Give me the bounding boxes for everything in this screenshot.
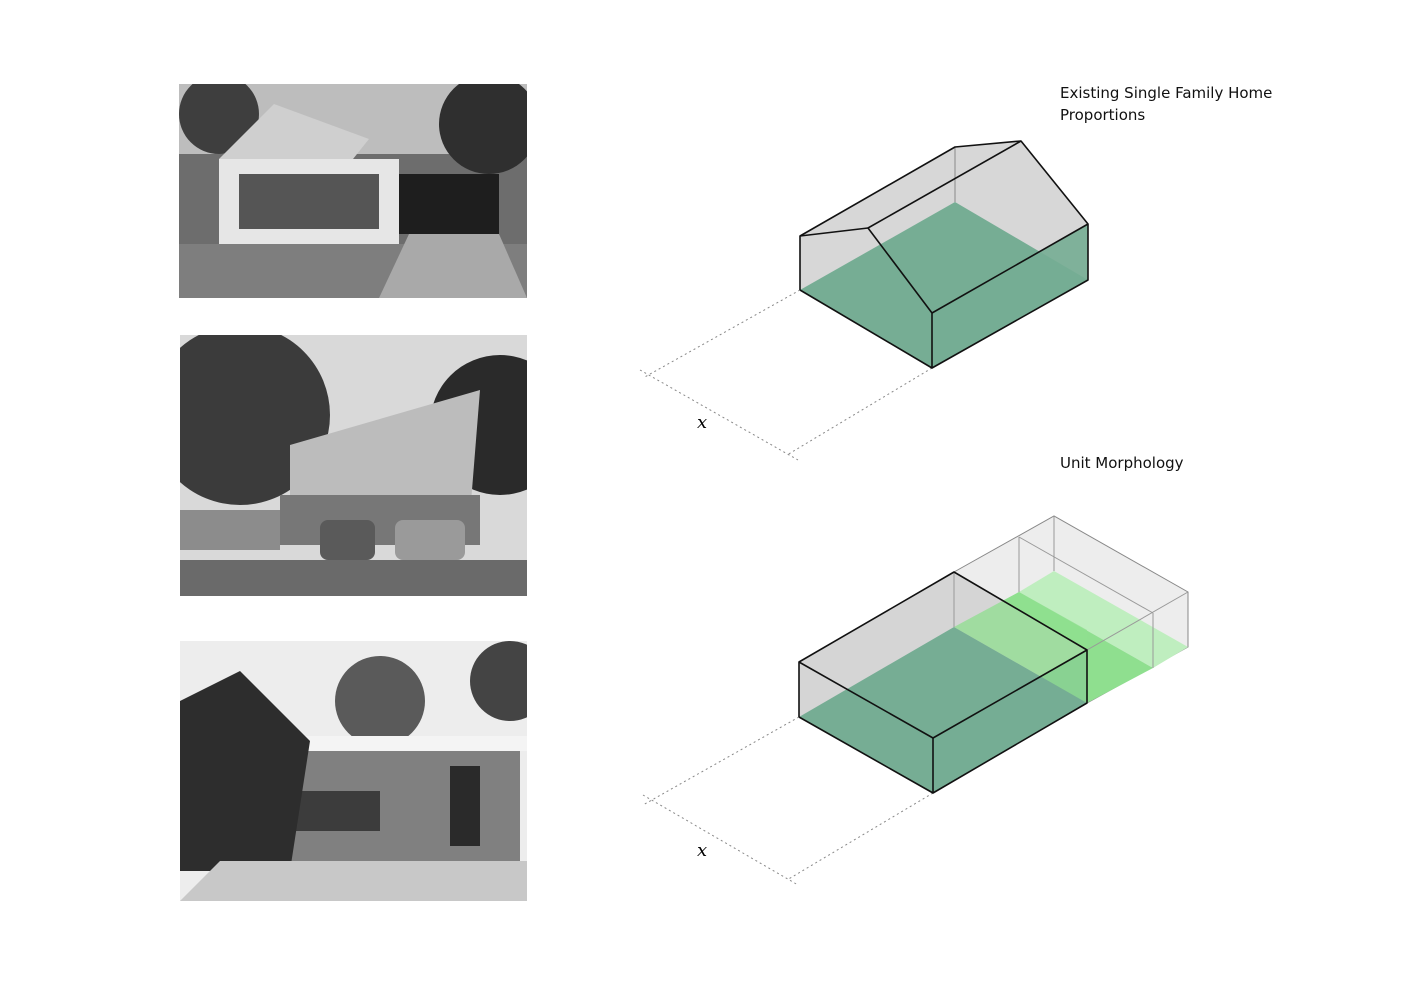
outline xyxy=(799,140,1089,369)
photo-bungalow xyxy=(179,84,527,298)
unit-green-light xyxy=(1019,571,1188,668)
caption-existing-home: Existing Single Family Home Proportions xyxy=(1060,82,1272,126)
footprint-green xyxy=(800,202,1088,368)
unit-morphology-diagram: x xyxy=(642,515,1189,886)
caption-existing-line1: Existing Single Family Home xyxy=(1060,84,1273,102)
ghost-edges xyxy=(953,516,1189,668)
caption-existing-line2: Proportions xyxy=(1060,106,1146,124)
photo-shed-roof-house xyxy=(180,335,527,596)
front-face-green xyxy=(932,224,1088,368)
outline xyxy=(798,571,1088,794)
footprint-green xyxy=(799,627,1087,793)
dimension-lines xyxy=(639,289,933,461)
dimension-x-label: x xyxy=(697,412,707,433)
front-face-green xyxy=(933,650,1087,793)
photo-flat-roof-house xyxy=(180,641,527,901)
unit-green-top xyxy=(954,592,1087,703)
dimension-x-label: x xyxy=(697,840,707,861)
caption-unit-morphology: Unit Morphology xyxy=(1060,454,1184,472)
existing-home-diagram: x xyxy=(639,140,1089,461)
dimension-lines xyxy=(642,716,934,886)
